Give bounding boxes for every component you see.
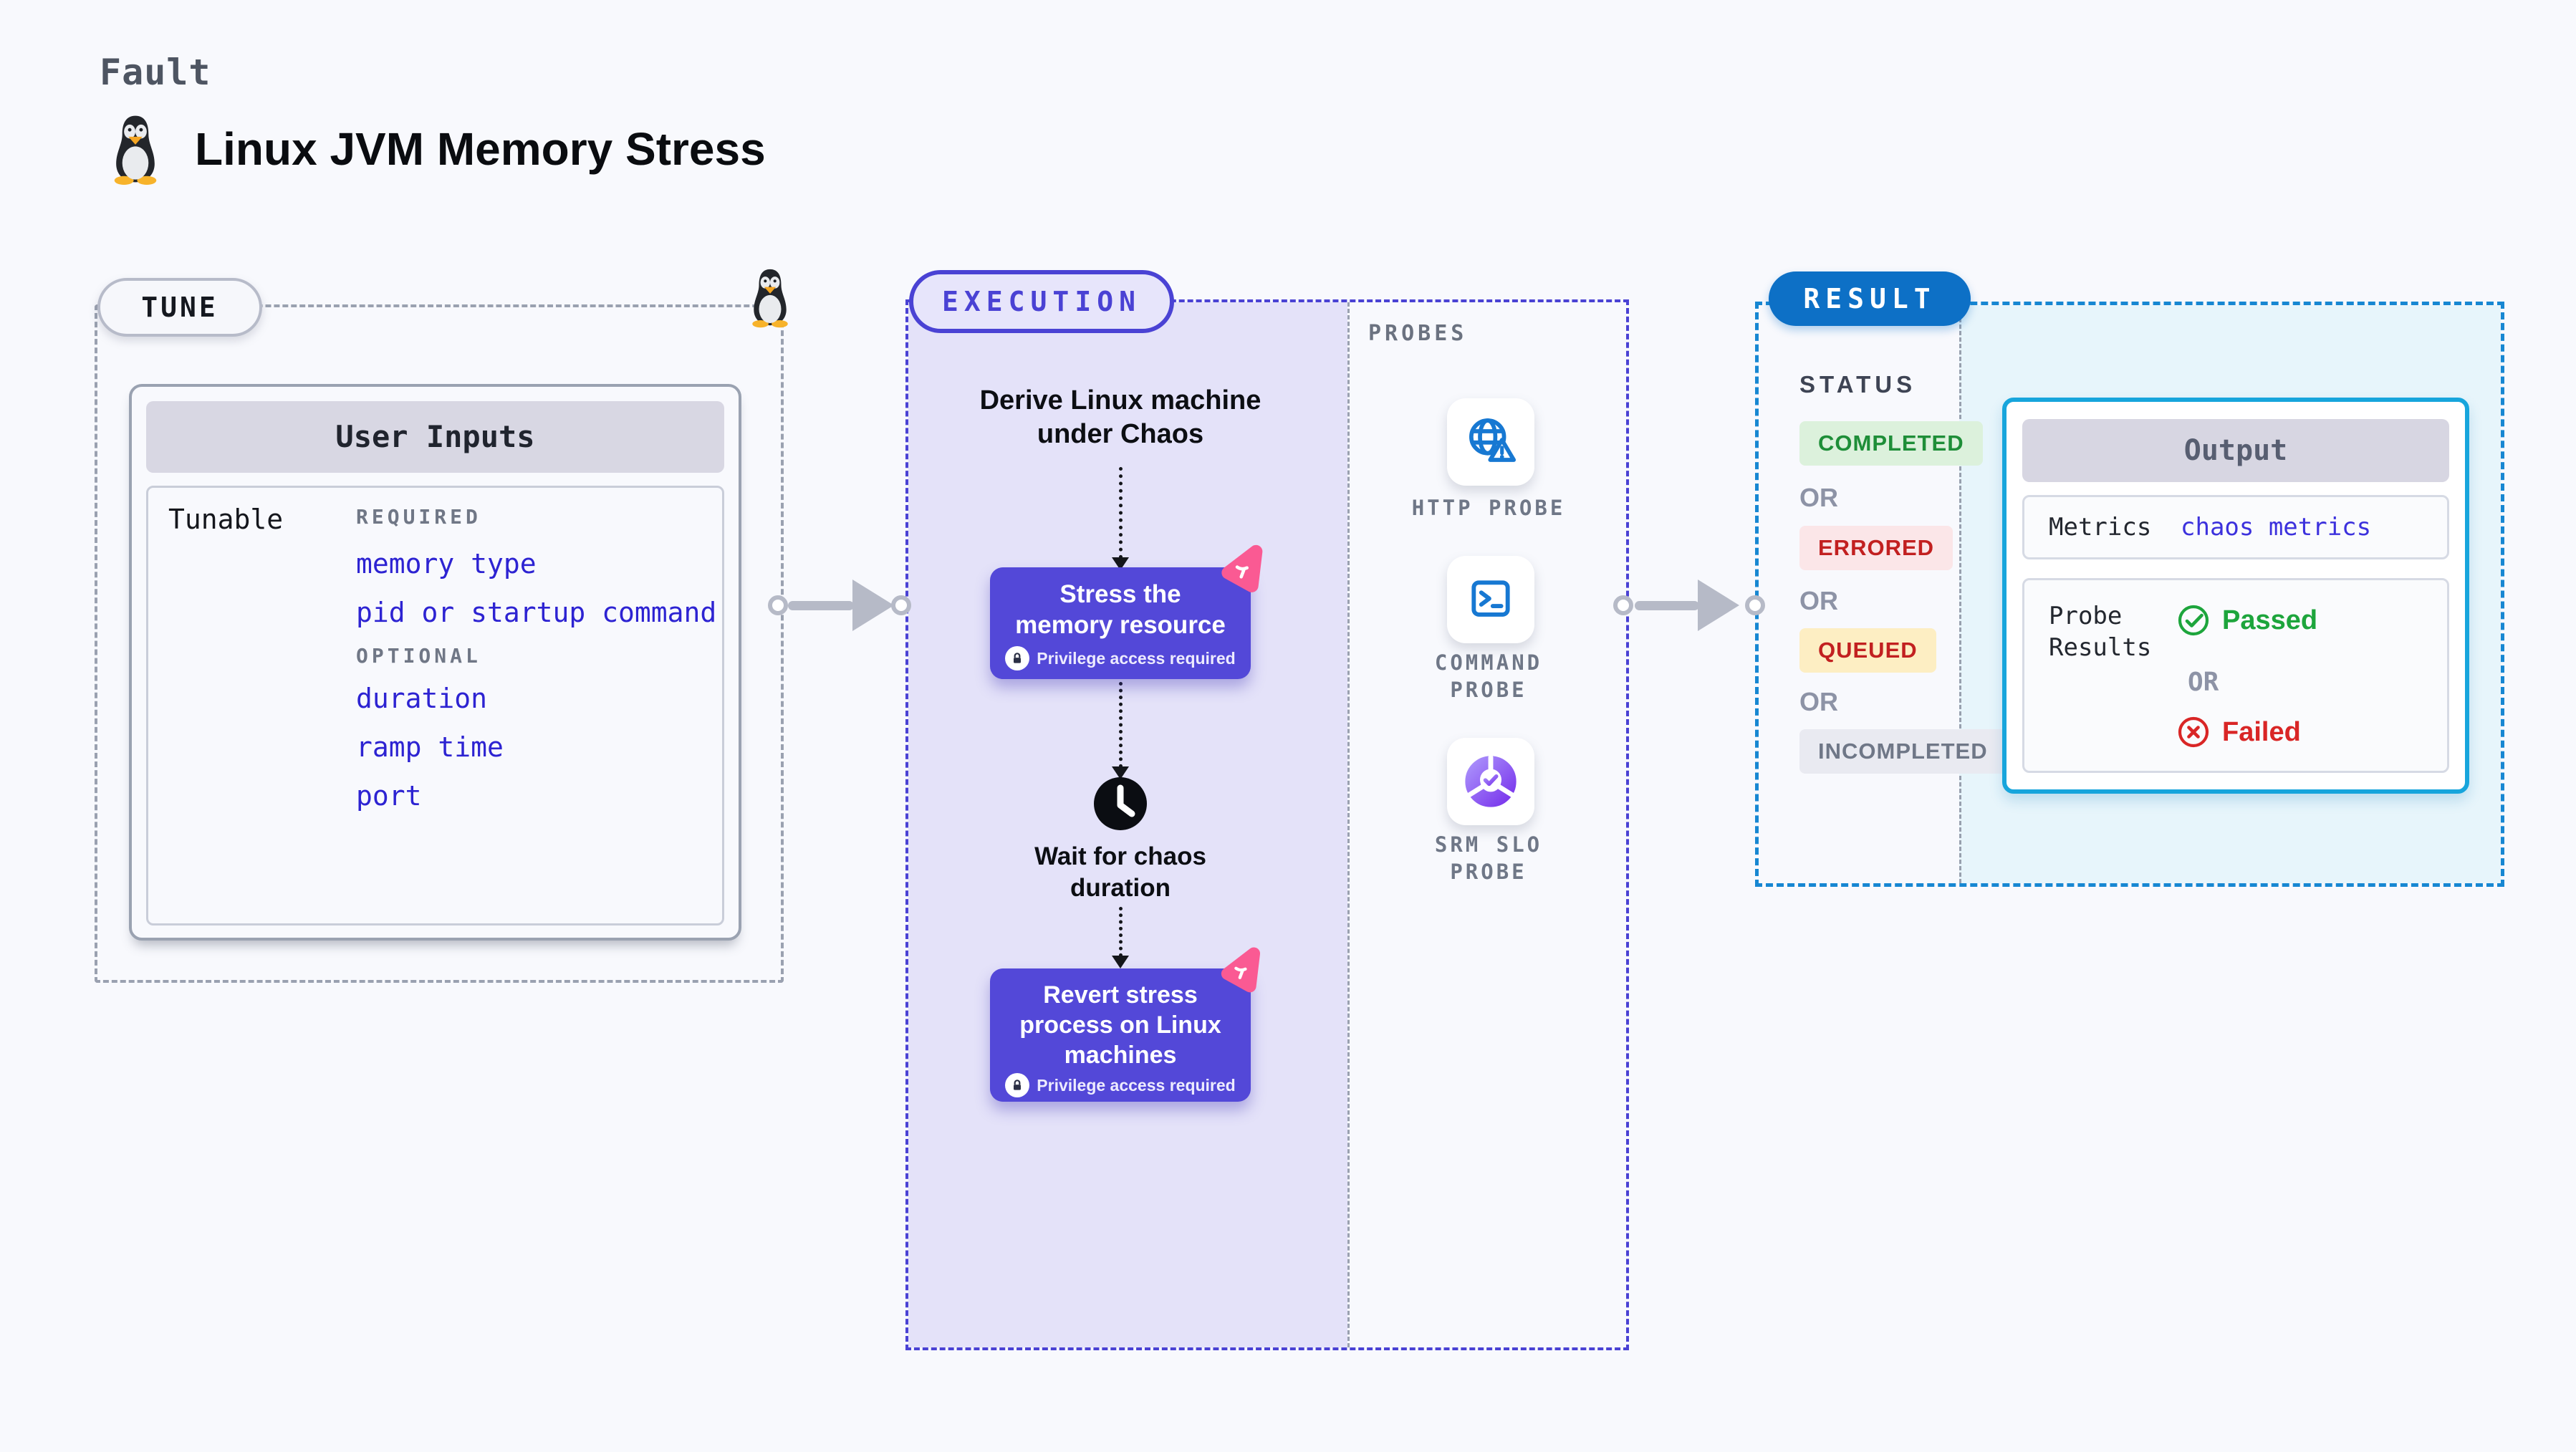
status-badge-incompleted: INCOMPLETED	[1799, 729, 2007, 774]
tune-section	[95, 304, 784, 983]
metrics-label: Metrics	[2049, 513, 2152, 542]
param-pid-or-startup-command[interactable]: pid or startup command	[356, 597, 717, 628]
execution-to-result-connector	[1635, 601, 1699, 610]
status-badge-completed: COMPLETED	[1799, 421, 1983, 466]
flow-arrow-line	[1119, 682, 1123, 768]
output-title: Output	[2022, 419, 2449, 482]
probe-results-label: Probe Results	[2049, 602, 2152, 662]
status-badge-errored: ERRORED	[1799, 526, 1953, 570]
probes-heading: PROBES	[1368, 321, 1468, 346]
clock-icon	[1094, 777, 1147, 830]
status-or: OR	[1799, 687, 1838, 716]
probes-panel	[1347, 302, 1626, 1347]
tune-output-port	[768, 595, 788, 615]
revert-stress-node: Revert stress process on Linux machines …	[990, 968, 1251, 1102]
probe-result-passed: Passed	[2176, 603, 2317, 638]
stress-node-text: Stress the memory resource	[1015, 580, 1226, 639]
execution-pill: EXECUTION	[909, 270, 1174, 333]
http-probe-card	[1447, 398, 1534, 486]
revert-node-text: Revert stress process on Linux machines	[1019, 981, 1221, 1069]
execution-input-port	[891, 595, 911, 615]
x-circle-icon	[2178, 716, 2209, 748]
metrics-row: Metrics chaos metrics	[2022, 495, 2449, 559]
user-inputs-list: Tunable REQUIRED memory type pid or star…	[146, 486, 724, 925]
http-probe-label: HTTP PROBE	[1411, 496, 1566, 520]
slo-gauge-icon	[1465, 754, 1517, 807]
privilege-row: Privilege access required	[990, 1073, 1251, 1097]
probe-result-failed: Failed	[2176, 715, 2301, 749]
command-probe-label: COMMAND PROBE	[1434, 650, 1543, 702]
flow-arrowhead	[1112, 557, 1129, 570]
tunable-label: Tunable	[168, 504, 284, 535]
page-title: Linux JVM Memory Stress	[195, 123, 766, 175]
execution-to-result-arrowhead	[1698, 580, 1739, 631]
status-badge-queued: QUEUED	[1799, 628, 1936, 673]
tune-to-execution-arrowhead	[852, 580, 894, 631]
status-or: OR	[1799, 586, 1838, 615]
param-port[interactable]: port	[356, 780, 422, 812]
derive-step-text: Derive Linux machine under Chaos	[979, 385, 1261, 449]
privilege-row: Privilege access required	[990, 646, 1251, 670]
check-circle-icon	[2178, 605, 2209, 636]
param-ramp-time[interactable]: ramp time	[356, 731, 504, 763]
flow-arrowhead	[1112, 956, 1129, 968]
output-card: Output Metrics chaos metrics Probe Resul…	[2002, 398, 2469, 794]
probe-result-or: OR	[2188, 668, 2219, 697]
param-duration[interactable]: duration	[356, 683, 488, 714]
result-input-port	[1745, 595, 1765, 615]
passed-text: Passed	[2222, 605, 2318, 635]
srm-slo-probe-label: SRM SLO PROBE	[1434, 832, 1543, 884]
lock-icon	[1005, 646, 1030, 670]
globe-alert-icon	[1469, 418, 1516, 462]
tux-penguin-icon	[746, 266, 794, 328]
status-heading: STATUS	[1799, 371, 1917, 398]
tune-to-execution-connector	[788, 601, 854, 610]
stress-memory-node: Stress the memory resource Privilege acc…	[990, 567, 1251, 679]
privilege-text: Privilege access required	[1037, 648, 1236, 668]
tux-penguin-icon	[106, 113, 165, 185]
failed-text: Failed	[2222, 716, 2301, 747]
fault-eyebrow: Fault	[100, 52, 211, 93]
param-memory-type[interactable]: memory type	[356, 548, 537, 580]
result-pill: RESULT	[1769, 271, 1971, 326]
wait-step-text: Wait for chaos duration	[1034, 842, 1206, 902]
srm-slo-probe-card	[1447, 738, 1534, 825]
required-heading: REQUIRED	[356, 505, 481, 529]
status-or: OR	[1799, 483, 1838, 512]
optional-heading: OPTIONAL	[356, 644, 481, 668]
user-inputs-title: User Inputs	[146, 401, 724, 473]
flow-arrow-line	[1119, 467, 1123, 559]
chaos-badge-icon	[1221, 947, 1260, 993]
command-probe-card	[1447, 556, 1534, 643]
chaos-badge-icon	[1221, 544, 1263, 592]
privilege-text: Privilege access required	[1037, 1075, 1236, 1095]
flow-arrow-line	[1119, 907, 1123, 957]
lock-icon	[1005, 1073, 1030, 1097]
tune-pill: TUNE	[97, 278, 262, 337]
metrics-value-link[interactable]: chaos metrics	[2181, 513, 2372, 542]
execution-output-port	[1613, 595, 1633, 615]
terminal-icon	[1471, 580, 1510, 617]
probe-results-row: Probe Results Passed OR Failed	[2022, 578, 2449, 773]
flow-arrowhead	[1112, 766, 1129, 779]
user-inputs-card: User Inputs Tunable REQUIRED memory type…	[129, 384, 741, 941]
